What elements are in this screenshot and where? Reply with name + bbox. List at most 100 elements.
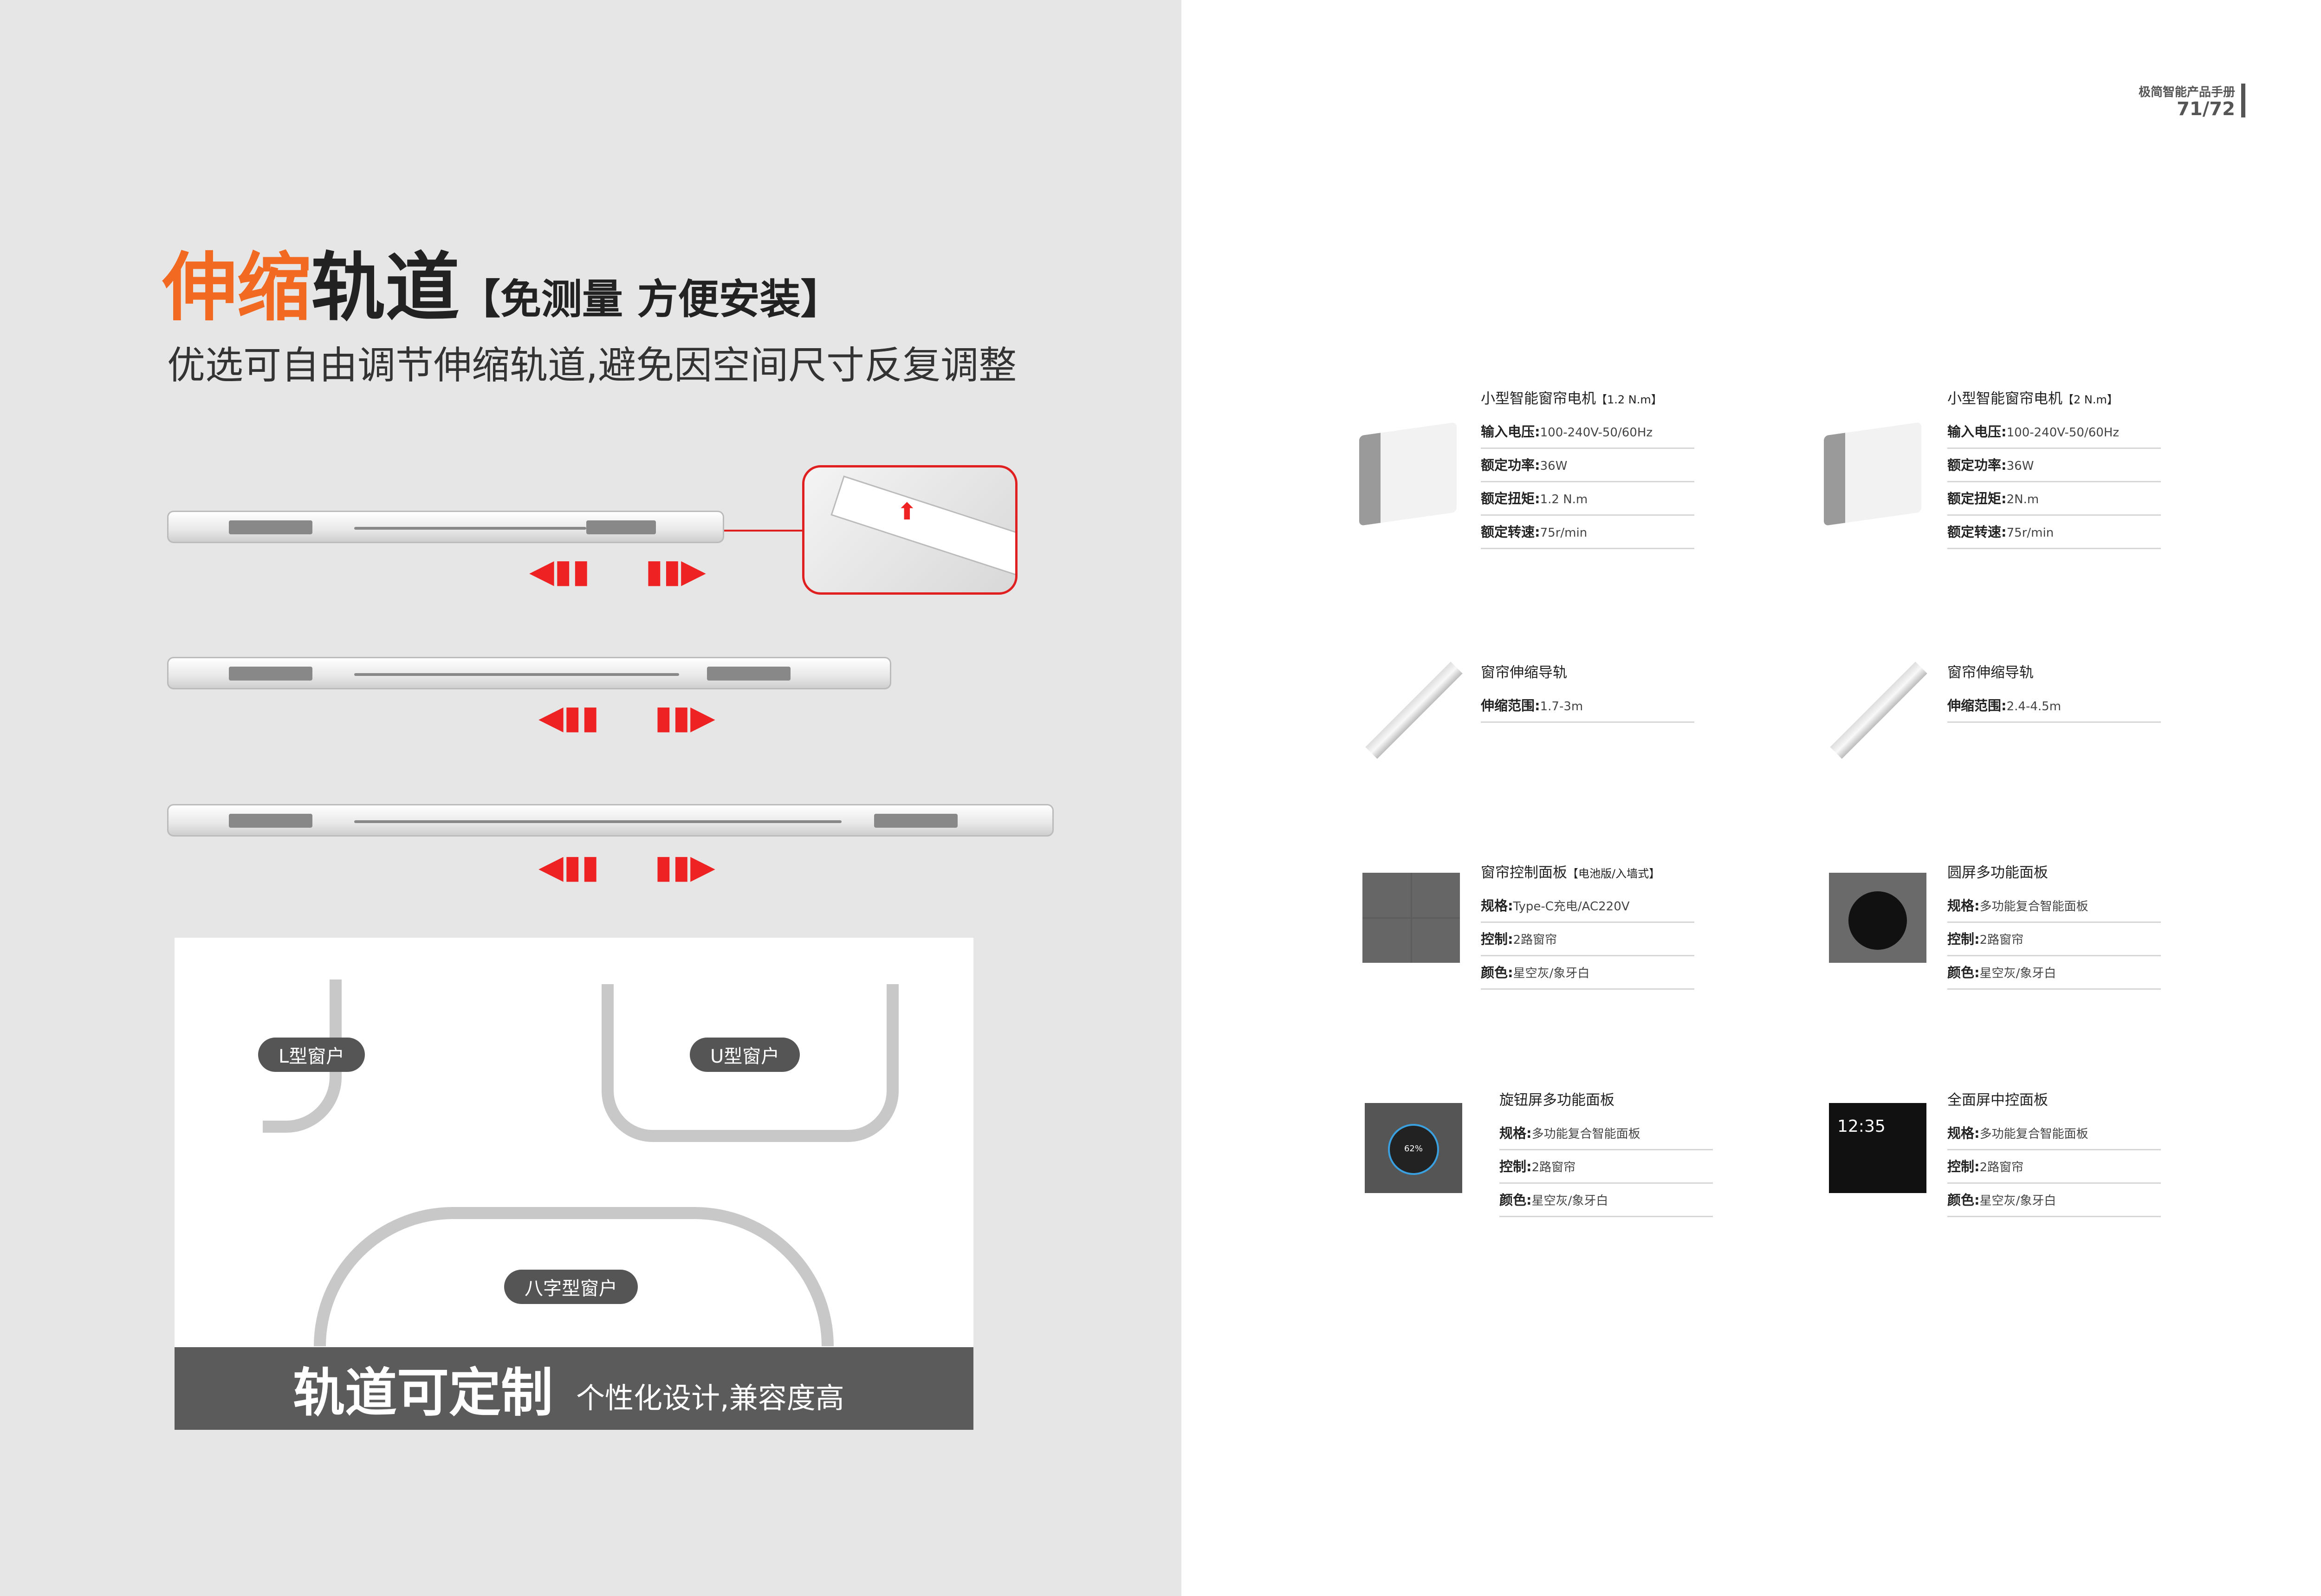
u-shape-track xyxy=(602,984,899,1142)
spec-row: 额定扭矩:2N.m xyxy=(1947,482,2161,516)
product-title: 小型智能窗帘电机【2 N.m】 xyxy=(1947,382,2161,415)
spec-label: 控制: xyxy=(1947,931,1980,947)
product-name: 小型智能窗帘电机 xyxy=(1947,390,2062,407)
spec-value: 100-240V-50/60Hz xyxy=(1540,426,1653,440)
spec-value: 2路窗帘 xyxy=(1531,1161,1576,1174)
knob-value: 62% xyxy=(1388,1124,1439,1175)
product-card: 窗帘伸缩导轨伸缩范围:1.7-3m xyxy=(1481,656,1694,723)
product-title: 小型智能窗帘电机【1.2 N.m】 xyxy=(1481,382,1694,415)
custom-track-panel: L型窗户 U型窗户 八字型窗户 轨道可定制个性化设计,兼容度高 xyxy=(175,938,973,1430)
spec-row: 输入电压:100-240V-50/60Hz xyxy=(1947,415,2161,449)
motor-image xyxy=(1824,422,1921,526)
product-name: 圆屏多功能面板 xyxy=(1947,864,2048,881)
spec-row: 规格:多功能复合智能面板 xyxy=(1947,1117,2161,1150)
page-subtitle: 优选可自由调节伸缩轨道,避免因空间尺寸反复调整 xyxy=(167,344,1017,388)
page-title: 伸缩轨道【免测量 方便安装】 xyxy=(162,227,842,335)
title-bracket: 【免测量 方便安装】 xyxy=(460,275,842,323)
product-card: 旋钮屏多功能面板规格:多功能复合智能面板控制:2路窗帘颜色:星空灰/象牙白 xyxy=(1499,1083,1713,1217)
product-title: 窗帘伸缩导轨 xyxy=(1947,656,2161,689)
spec-value: 1.2 N.m xyxy=(1540,493,1588,506)
spec-value: 2路窗帘 xyxy=(1979,1161,2024,1174)
spec-label: 颜色: xyxy=(1947,965,1980,980)
spec-label: 颜色: xyxy=(1947,1192,1980,1208)
spec-label: 伸缩范围: xyxy=(1947,698,2007,714)
spec-row: 控制:2路窗帘 xyxy=(1481,923,1694,956)
product-name: 窗帘控制面板 xyxy=(1481,864,1567,881)
spec-label: 额定功率: xyxy=(1481,457,1540,473)
spec-row: 输入电压:100-240V-50/60Hz xyxy=(1481,415,1694,449)
spec-value: 多功能复合智能面板 xyxy=(1531,1127,1640,1141)
spec-label: 控制: xyxy=(1499,1159,1532,1174)
motor-image xyxy=(1359,422,1457,526)
track-long xyxy=(167,804,1054,837)
spec-value: 36W xyxy=(2006,459,2034,473)
spec-value: 2路窗帘 xyxy=(1979,933,2024,947)
spec-row: 额定扭矩:1.2 N.m xyxy=(1481,482,1694,516)
spec-label: 规格: xyxy=(1499,1125,1532,1141)
spec-label: 伸缩范围: xyxy=(1481,698,1540,714)
product-title: 窗帘控制面板【电池版/入墙式】 xyxy=(1481,856,1694,889)
spec-label: 额定扭矩: xyxy=(1947,491,2007,506)
spec-value: 多功能复合智能面板 xyxy=(1979,900,2088,914)
spec-row: 伸缩范围:1.7-3m xyxy=(1481,689,1694,723)
label-ba-window: 八字型窗户 xyxy=(504,1270,638,1304)
custom-band: 轨道可定制个性化设计,兼容度高 xyxy=(175,1347,973,1430)
product-title: 全面屏中控面板 xyxy=(1947,1083,2161,1117)
spec-value: 2.4-4.5m xyxy=(2006,700,2062,714)
control-panel-image xyxy=(1362,873,1460,963)
rail-image xyxy=(1830,662,1927,759)
arrow-right-icon: ▮▮▶ xyxy=(645,552,706,590)
product-title: 圆屏多功能面板 xyxy=(1947,856,2161,889)
spec-value: 75r/min xyxy=(2006,526,2054,540)
spec-row: 额定转速:75r/min xyxy=(1947,516,2161,549)
spec-value: 星空灰/象牙白 xyxy=(1979,967,2056,980)
spec-row: 规格:Type-C充电/AC220V xyxy=(1481,889,1694,923)
spec-label: 额定扭矩: xyxy=(1481,491,1540,506)
spec-label: 输入电压: xyxy=(1481,424,1540,440)
spec-value: 100-240V-50/60Hz xyxy=(2006,426,2120,440)
band-title: 轨道可定制 xyxy=(293,1363,553,1423)
arrow-left-icon: ◀▮▮ xyxy=(529,552,590,590)
band-subtitle: 个性化设计,兼容度高 xyxy=(576,1381,844,1415)
spec-row: 颜色:星空灰/象牙白 xyxy=(1499,1184,1713,1217)
rail-image xyxy=(1365,662,1463,759)
product-tag: 【1.2 N.m】 xyxy=(1596,393,1662,406)
callout-line xyxy=(724,530,803,532)
spec-label: 额定功率: xyxy=(1947,457,2007,473)
manual-title: 极简智能产品手册 xyxy=(2138,85,2235,99)
spec-value: 星空灰/象牙白 xyxy=(1513,967,1590,980)
product-card: 圆屏多功能面板规格:多功能复合智能面板控制:2路窗帘颜色:星空灰/象牙白 xyxy=(1947,856,2161,990)
label-l-window: L型窗户 xyxy=(258,1038,365,1072)
spec-value: 星空灰/象牙白 xyxy=(1979,1194,2056,1208)
spec-value: 2路窗帘 xyxy=(1513,933,1557,947)
product-card: 窗帘伸缩导轨伸缩范围:2.4-4.5m xyxy=(1947,656,2161,723)
page-number: 71/72 xyxy=(2177,98,2235,120)
arrow-right-icon: ▮▮▶ xyxy=(655,698,715,736)
header-bar xyxy=(2241,84,2245,117)
spec-label: 额定转速: xyxy=(1947,524,2007,540)
knob-panel-image: 62% xyxy=(1365,1103,1462,1193)
arrow-left-icon: ◀▮▮ xyxy=(538,848,599,886)
zoom-inset-image: ⬆ xyxy=(802,465,1018,595)
spec-row: 额定转速:75r/min xyxy=(1481,516,1694,549)
spec-row: 规格:多功能复合智能面板 xyxy=(1947,889,2161,923)
spec-row: 伸缩范围:2.4-4.5m xyxy=(1947,689,2161,723)
product-name: 小型智能窗帘电机 xyxy=(1481,390,1596,407)
spec-value: 1.7-3m xyxy=(1540,700,1583,714)
product-tag: 【2 N.m】 xyxy=(2062,393,2118,406)
product-name: 旋钮屏多功能面板 xyxy=(1499,1092,1614,1109)
spec-row: 控制:2路窗帘 xyxy=(1947,1150,2161,1184)
spec-row: 额定功率:36W xyxy=(1481,449,1694,482)
spec-value: 多功能复合智能面板 xyxy=(1979,1127,2088,1141)
spec-value: Type-C充电/AC220V xyxy=(1513,900,1630,914)
spec-value: 75r/min xyxy=(1540,526,1588,540)
spec-label: 颜色: xyxy=(1499,1192,1532,1208)
product-title: 旋钮屏多功能面板 xyxy=(1499,1083,1713,1117)
spec-row: 颜色:星空灰/象牙白 xyxy=(1947,956,2161,990)
arrow-right-icon: ▮▮▶ xyxy=(655,848,715,886)
spec-row: 额定功率:36W xyxy=(1947,449,2161,482)
spec-label: 控制: xyxy=(1481,931,1513,947)
